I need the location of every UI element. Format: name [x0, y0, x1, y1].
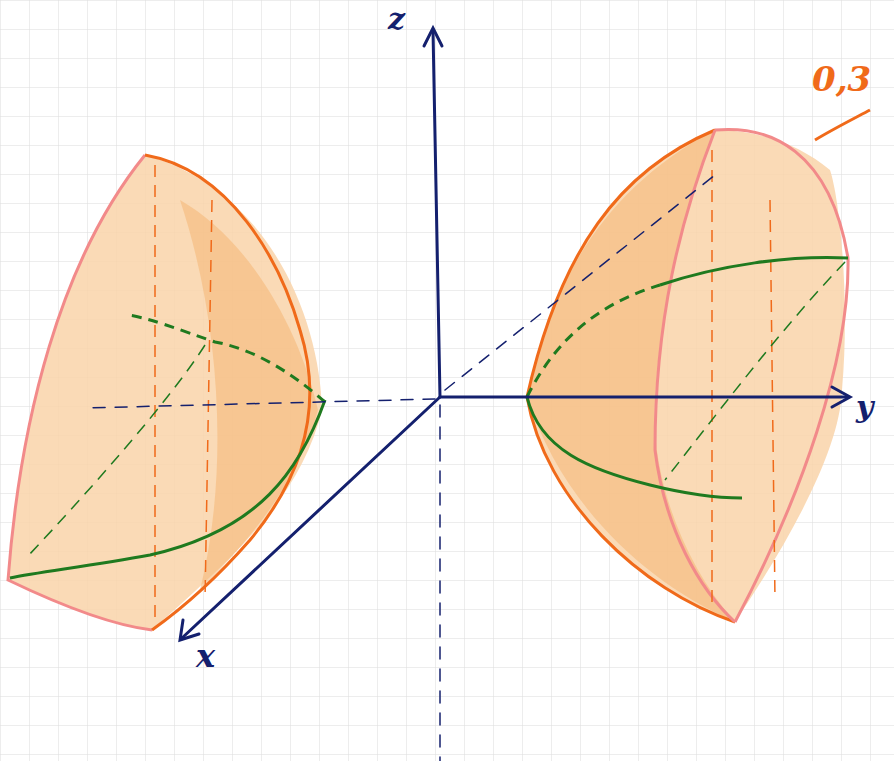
left-sheet	[8, 155, 325, 630]
axis-label: x	[196, 640, 215, 672]
axis-label: y	[856, 392, 873, 422]
axes	[85, 28, 850, 761]
question-number: 0,3	[812, 62, 871, 96]
underline	[815, 110, 870, 140]
right-sheet	[527, 129, 848, 622]
axis-label: z	[388, 4, 405, 34]
